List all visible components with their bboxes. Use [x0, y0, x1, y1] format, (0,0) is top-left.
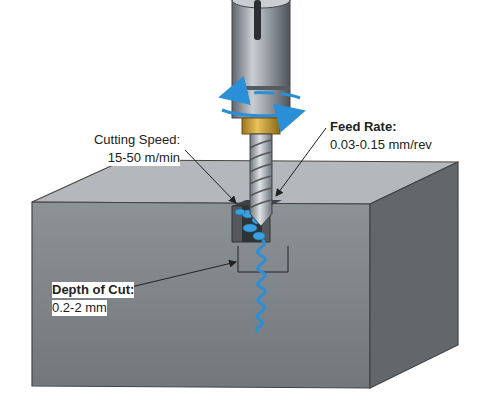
label-title: Cutting Speed: [94, 132, 180, 148]
drill-flute [250, 140, 272, 148]
drill-flute [250, 164, 272, 172]
label-value: 15-50 m/min [108, 150, 180, 166]
label-title: Depth of Cut: [52, 282, 134, 298]
drill-flute [250, 152, 272, 160]
label-value: 0.2-2 mm [52, 300, 107, 316]
label-value: 0.03-0.15 mm/rev [330, 137, 432, 153]
label-title: Feed Rate: [330, 119, 396, 135]
drill-flute [250, 176, 272, 184]
drill-flute [250, 200, 272, 208]
drill-flute [250, 188, 272, 196]
